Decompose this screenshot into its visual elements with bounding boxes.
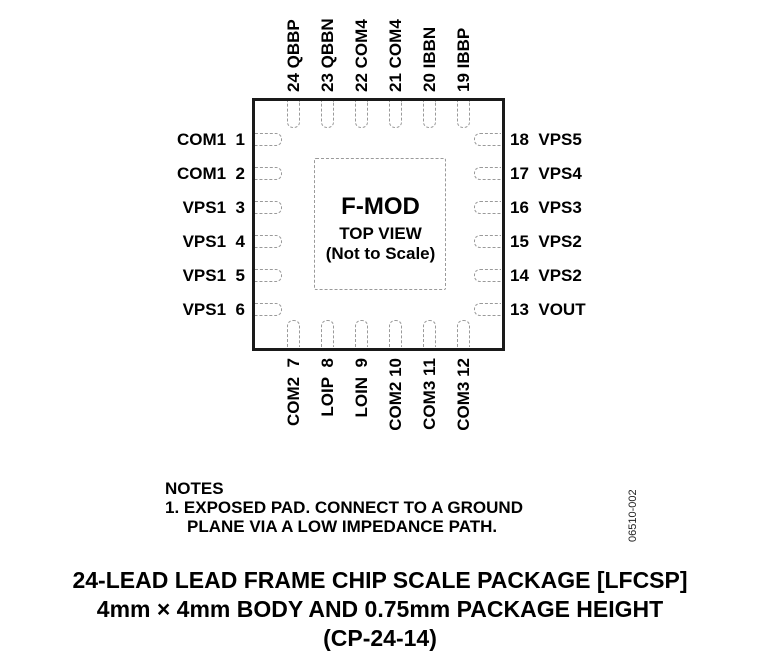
pin-label-14: 14 VPS2 <box>510 266 582 285</box>
pad-21 <box>389 101 402 128</box>
pin-label-7: COM2 7 <box>284 358 303 427</box>
pin-label-16: 16 VPS3 <box>510 198 582 217</box>
notes-line-1: 1. EXPOSED PAD. CONNECT TO A GROUND <box>165 498 523 517</box>
pad-22 <box>355 101 368 128</box>
pad-24 <box>287 101 300 128</box>
pad-15 <box>474 235 501 248</box>
caption-line-3: (CP-24-14) <box>323 625 437 651</box>
caption-line-1: 24-LEAD LEAD FRAME CHIP SCALE PACKAGE [L… <box>72 567 688 593</box>
pin-label-22: 22 COM4 <box>352 19 371 92</box>
chip-name: F-MOD <box>341 193 420 220</box>
pin-label-3: VPS1 3 <box>182 198 245 217</box>
figure-id: 06510-002 <box>627 489 639 542</box>
pad-4 <box>255 235 282 248</box>
pad-19 <box>457 101 470 128</box>
pad-11 <box>423 320 436 347</box>
pad-18 <box>474 133 501 146</box>
pad-9 <box>355 320 368 347</box>
pin-label-10: COM2 10 <box>386 358 405 431</box>
pad-3 <box>255 201 282 214</box>
pad-23 <box>321 101 334 128</box>
pin-label-9: LOIN 9 <box>352 358 371 418</box>
pin-label-21: 21 COM4 <box>386 19 405 92</box>
view-label: TOP VIEW <box>339 224 422 243</box>
pin-label-2: COM1 2 <box>176 164 245 183</box>
notes-line-2: PLANE VIA A LOW IMPEDANCE PATH. <box>187 517 498 536</box>
pad-6 <box>255 303 282 316</box>
pad-20 <box>423 101 436 128</box>
pin-label-20: 20 IBBN <box>420 26 439 92</box>
pin-label-15: 15 VPS2 <box>510 232 582 251</box>
pad-16 <box>474 201 501 214</box>
pin-label-1: COM1 1 <box>176 130 245 149</box>
pin-label-19: 19 IBBP <box>454 27 473 92</box>
scale-note: (Not to Scale) <box>325 244 436 263</box>
chip-body <box>252 98 505 351</box>
pad-12 <box>457 320 470 347</box>
pin-label-5: VPS1 5 <box>182 266 245 285</box>
exposed-pad <box>314 158 446 290</box>
pin-label-13: 13 VOUT <box>510 300 586 319</box>
pin-label-12: COM3 12 <box>454 358 473 431</box>
pin-label-18: 18 VPS5 <box>510 130 582 149</box>
notes-heading: NOTES <box>165 479 224 498</box>
pad-10 <box>389 320 402 347</box>
pin-label-23: 23 QBBN <box>318 18 337 92</box>
caption-line-2: 4mm × 4mm BODY AND 0.75mm PACKAGE HEIGHT <box>96 596 664 622</box>
pin-label-4: VPS1 4 <box>182 232 245 251</box>
pin-label-17: 17 VPS4 <box>510 164 582 183</box>
pad-17 <box>474 167 501 180</box>
pad-2 <box>255 167 282 180</box>
pad-7 <box>287 320 300 347</box>
pin-label-6: VPS1 6 <box>182 300 245 319</box>
pad-14 <box>474 269 501 282</box>
pin-label-11: COM3 11 <box>420 358 439 430</box>
pin-label-24: 24 QBBP <box>284 19 303 92</box>
pad-13 <box>474 303 501 316</box>
pad-8 <box>321 320 334 347</box>
pad-5 <box>255 269 282 282</box>
pin-label-8: LOIP 8 <box>318 358 337 417</box>
pad-1 <box>255 133 282 146</box>
